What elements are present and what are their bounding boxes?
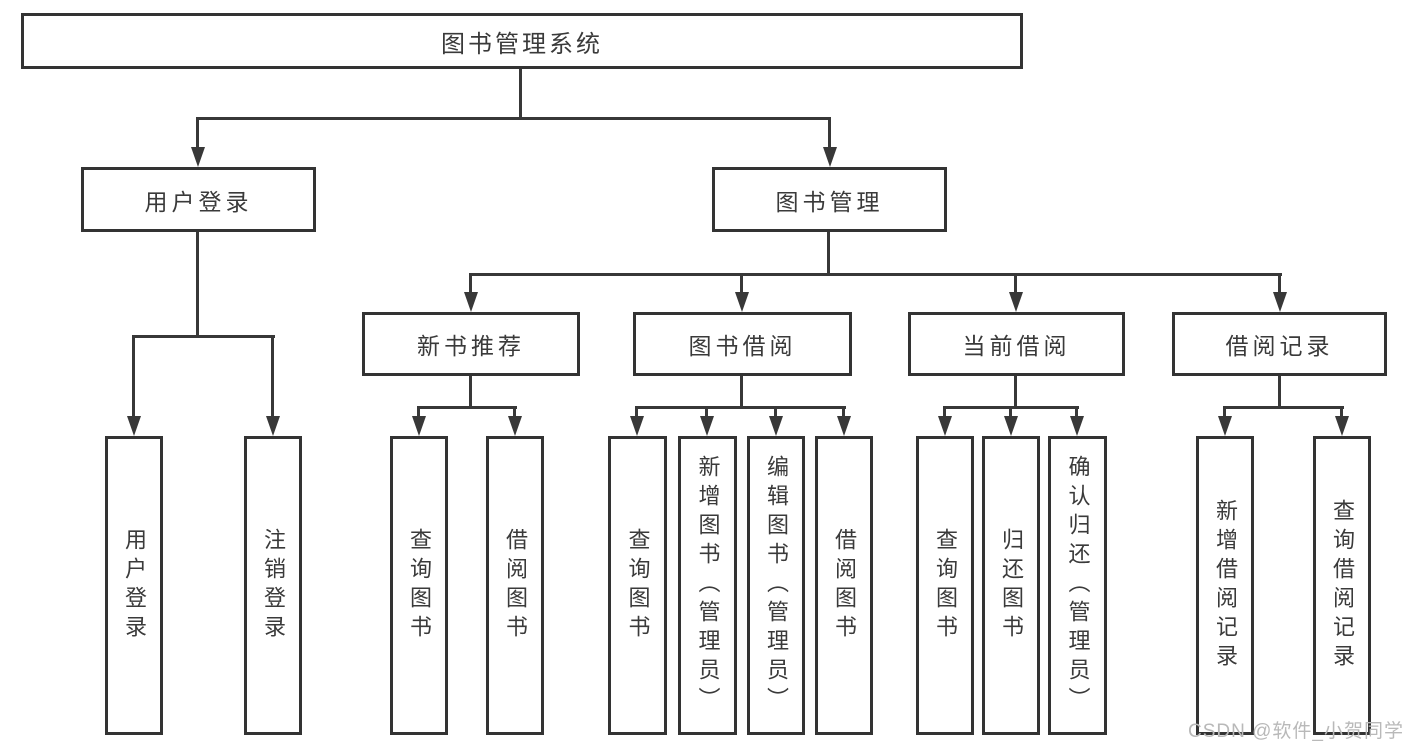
arrow-down-icon — [191, 147, 205, 167]
connector-root-stem — [519, 69, 522, 117]
connector-drop-user-login — [196, 117, 199, 149]
node-book-management-label: 图书管理 — [775, 188, 884, 215]
connector-current-stem — [1014, 376, 1017, 406]
node-borrowing-records: 借阅记录 — [1172, 312, 1387, 376]
arrow-down-icon — [837, 416, 851, 436]
arrow-down-icon — [1273, 292, 1287, 312]
connector-drop-leaf — [1075, 406, 1078, 418]
arrow-down-icon — [1218, 416, 1232, 436]
leaf-add-book-admin-label: 新增图书（管理员） — [695, 455, 721, 716]
connector-drop-leaf — [635, 406, 638, 418]
leaf-return-books-label: 归还图书 — [999, 527, 1024, 644]
connector-user-login-bar — [132, 335, 275, 338]
arrow-down-icon — [1009, 292, 1023, 312]
arrow-down-icon — [630, 416, 644, 436]
node-new-book-recommend-label: 新书推荐 — [417, 333, 525, 359]
leaf-edit-book-admin: 编辑图书（管理员） — [747, 436, 805, 735]
connector-drop-leaf — [774, 406, 777, 418]
connector-drop-group — [740, 273, 743, 294]
connector-drop-group — [1014, 273, 1017, 294]
leaf-query-books-1-label: 查询图书 — [407, 527, 432, 644]
arrow-down-icon — [735, 292, 749, 312]
leaf-query-books-1: 查询图书 — [390, 436, 448, 735]
node-root: 图书管理系统 — [21, 13, 1023, 69]
leaf-user-login: 用户登录 — [105, 436, 163, 735]
connector-drop-leaf — [842, 406, 845, 418]
leaf-borrow-books-1-label: 借阅图书 — [503, 527, 528, 644]
arrow-down-icon — [266, 416, 280, 436]
connector-drop-leaf — [513, 406, 516, 418]
leaf-query-borrow-record-label: 查询借阅记录 — [1330, 498, 1355, 673]
leaf-add-borrow-record: 新增借阅记录 — [1196, 436, 1254, 735]
leaf-query-books-3-label: 查询图书 — [933, 527, 958, 644]
connector-borrowing-stem — [740, 376, 743, 406]
connector-drop-leaf — [1009, 406, 1012, 418]
connector-drop-leaf — [705, 406, 708, 418]
connector-drop-leaf — [417, 406, 420, 418]
leaf-query-books-2: 查询图书 — [608, 436, 667, 735]
leaf-borrow-books-1: 借阅图书 — [486, 436, 544, 735]
connector-records-stem — [1278, 376, 1281, 406]
connector-book-management-stem — [827, 232, 830, 273]
arrow-down-icon — [1004, 416, 1018, 436]
arrow-down-icon — [412, 416, 426, 436]
watermark: CSDN @软件_小贺同学 — [1188, 721, 1404, 742]
arrow-down-icon — [127, 416, 141, 436]
leaf-borrow-books-2-label: 借阅图书 — [832, 527, 857, 644]
connector-drop-group — [469, 273, 472, 294]
leaf-edit-book-admin-label: 编辑图书（管理员） — [764, 455, 789, 716]
leaf-logout-label: 注销登录 — [261, 527, 286, 644]
connector-drop-leaf — [1223, 406, 1226, 418]
leaf-add-book-admin: 新增图书（管理员） — [678, 436, 737, 735]
connector-user-login-stem — [196, 232, 199, 335]
arrow-down-icon — [1335, 416, 1349, 436]
leaf-borrow-books-2: 借阅图书 — [815, 436, 873, 735]
arrow-down-icon — [464, 292, 478, 312]
connector-book-management-bar — [469, 273, 1282, 276]
node-borrowing-records-label: 借阅记录 — [1225, 333, 1334, 359]
arrow-down-icon — [700, 416, 714, 436]
arrow-down-icon — [823, 147, 837, 167]
leaf-confirm-return-admin-label: 确认归还（管理员） — [1065, 455, 1091, 716]
node-current-borrowing-label: 当前借阅 — [962, 333, 1071, 359]
node-book-borrowing-label: 图书借阅 — [688, 333, 797, 359]
connector-drop-book-management — [828, 117, 831, 149]
connector-drop-group — [1278, 273, 1281, 294]
connector-drop-leaf — [943, 406, 946, 418]
leaf-query-books-2-label: 查询图书 — [625, 527, 651, 644]
connector-borrowing-bar — [635, 406, 846, 409]
connector-records-bar — [1223, 406, 1344, 409]
arrow-down-icon — [508, 416, 522, 436]
leaf-query-borrow-record: 查询借阅记录 — [1313, 436, 1371, 735]
leaf-logout: 注销登录 — [244, 436, 302, 735]
leaf-add-borrow-record-label: 新增借阅记录 — [1213, 498, 1238, 673]
leaf-confirm-return-admin: 确认归还（管理员） — [1048, 436, 1107, 735]
arrow-down-icon — [1070, 416, 1084, 436]
leaf-user-login-label: 用户登录 — [122, 527, 147, 644]
connector-drop-leaf — [1340, 406, 1343, 418]
node-current-borrowing: 当前借阅 — [908, 312, 1125, 376]
arrow-down-icon — [769, 416, 783, 436]
connector-drop-leaf — [271, 335, 274, 418]
node-new-book-recommend: 新书推荐 — [362, 312, 580, 376]
node-book-management: 图书管理 — [712, 167, 947, 232]
node-book-borrowing: 图书借阅 — [633, 312, 852, 376]
connector-new-rec-bar — [417, 406, 517, 409]
connector-drop-leaf — [132, 335, 135, 418]
node-user-login: 用户登录 — [81, 167, 316, 232]
connector-root-bar — [196, 117, 831, 120]
connector-new-rec-stem — [469, 376, 472, 406]
arrow-down-icon — [938, 416, 952, 436]
node-root-label: 图书管理系统 — [441, 30, 603, 58]
leaf-query-books-3: 查询图书 — [916, 436, 974, 735]
node-user-login-label: 用户登录 — [144, 188, 253, 215]
leaf-return-books: 归还图书 — [982, 436, 1040, 735]
